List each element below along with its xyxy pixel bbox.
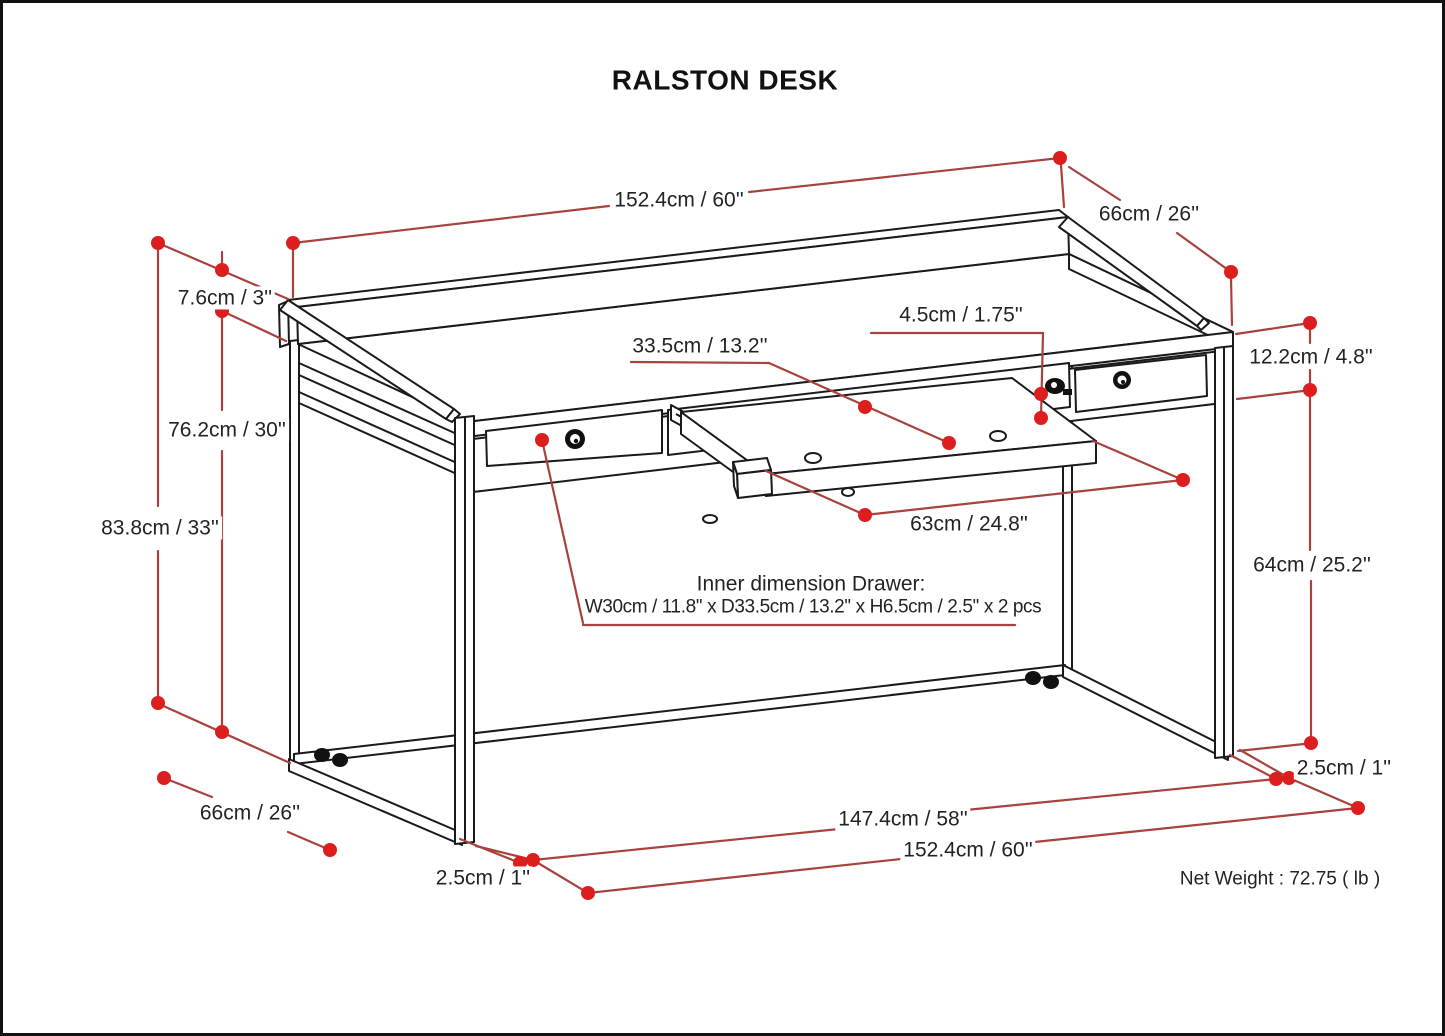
dim-label-tray-depth: 33.5cm / 13.2'' <box>629 334 771 358</box>
drawer-knobs <box>565 371 1131 449</box>
dimension-dots <box>151 151 1365 900</box>
dimension-lines <box>156 156 1360 895</box>
dim-label-tray-rail-height: 4.5cm / 1.75'' <box>896 303 1026 327</box>
dim-label-leg-thickness-left: 2.5cm / 1'' <box>432 866 534 890</box>
drawer-note-heading: Inner dimension Drawer: <box>696 572 926 596</box>
desk-frame-front <box>454 345 1234 845</box>
dim-label-floor-width: 152.4cm / 60'' <box>900 838 1036 862</box>
dim-label-tray-width: 63cm / 24.8'' <box>907 512 1031 536</box>
foot-pads <box>314 671 1059 767</box>
right-drawer <box>1074 354 1208 413</box>
net-weight-label: Net Weight : 72.75 ( lb ) <box>1179 868 1381 890</box>
dim-label-floor-depth: 66cm / 26'' <box>196 801 304 825</box>
page-title: RALSTON DESK <box>611 64 839 96</box>
dim-label-desktop-height: 76.2cm / 30'' <box>165 418 289 442</box>
dim-label-top-depth: 66cm / 26'' <box>1095 202 1203 226</box>
dim-label-inner-width: 147.4cm / 58'' <box>835 807 971 831</box>
dim-label-leg-thickness-right: 2.5cm / 1'' <box>1293 756 1395 780</box>
keyboard-tray <box>670 377 1097 524</box>
dim-label-apron-height: 12.2cm / 4.8'' <box>1246 345 1376 369</box>
drawer-note-detail: W30cm / 11.8'' x D33.5cm / 13.2'' x H6.5… <box>584 596 1042 618</box>
dim-label-hutch-height: 7.6cm / 3'' <box>174 286 276 310</box>
desk-frame-rear <box>288 259 1229 846</box>
dim-label-knee-clearance: 64cm / 25.2'' <box>1250 553 1374 577</box>
dim-label-overall-height: 83.8cm / 33'' <box>98 516 222 540</box>
desk-line-art <box>151 151 1365 900</box>
slide-bracket <box>1045 378 1072 395</box>
dim-label-top-width: 152.4cm / 60'' <box>611 188 747 212</box>
